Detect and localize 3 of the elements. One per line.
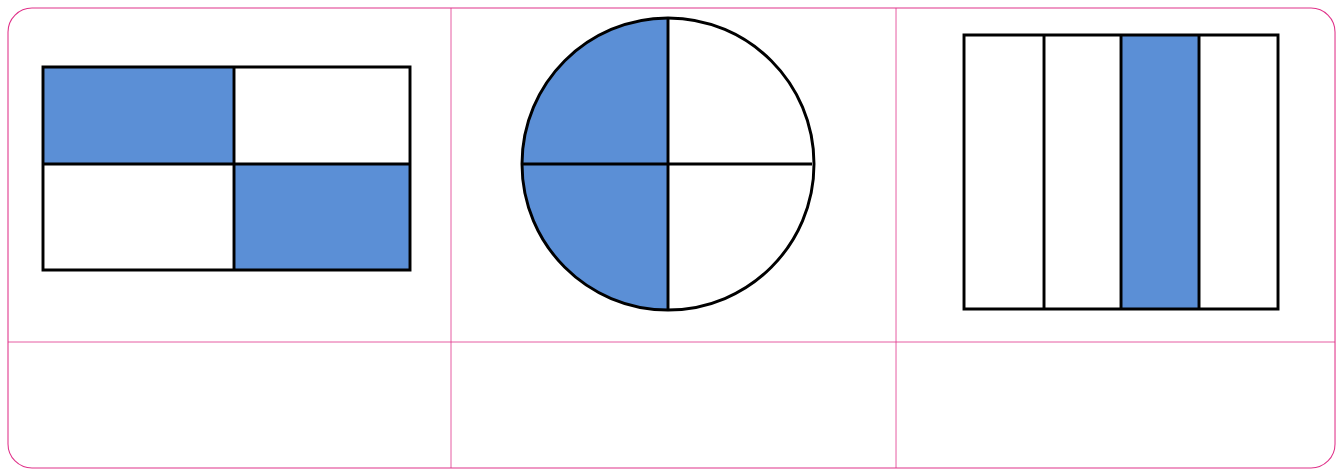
fraction-drawing — [41, 65, 412, 272]
fraction-drawing — [520, 16, 816, 312]
fraction-drawing — [962, 33, 1280, 311]
